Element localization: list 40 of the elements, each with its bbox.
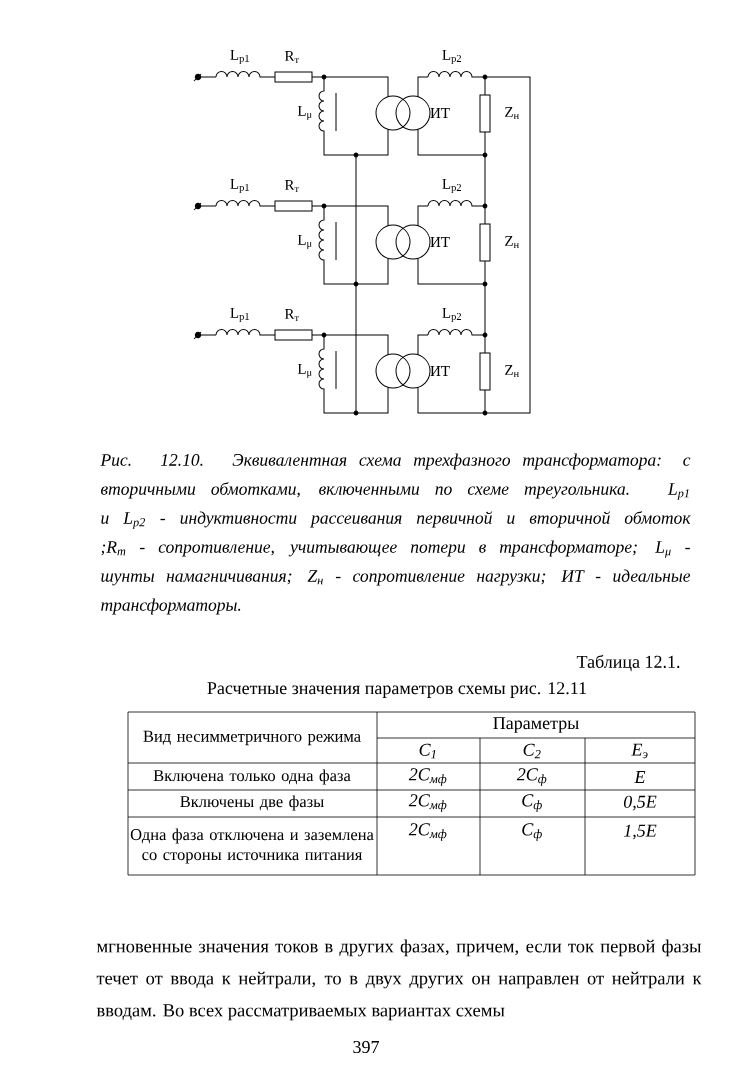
cell-value: 2C$_{ф}$ — [516, 768, 547, 786]
component-label: L$_{p1}$ — [230, 49, 249, 65]
cell-value: 2C$_{мф}$ — [408, 768, 447, 786]
row-header: Вид несимметричного режима — [143, 730, 361, 746]
cell-value: 2C$_{мф}$ — [408, 823, 447, 841]
table-title: Расчетные значения параметров схемы рис. 12.11 — [207, 682, 587, 698]
body-paragraph: мгновенные значения токов в других фазах, причем, если ток первой фазы течет от ввода к нейтрали, то в двух других он направлен от нейтрали к вводам. Во всех рассматриваемых вариантах схемы — [96, 939, 702, 1021]
component-label: R$_{т}$ — [284, 51, 299, 63]
component-label: ИТ — [430, 108, 450, 118]
component-label: ИТ — [430, 366, 450, 376]
component-label: L$_{p2}$ — [442, 178, 461, 194]
component-label: ИТ — [430, 237, 450, 247]
component-label: Z$_{н}$ — [505, 236, 519, 248]
component-label: L$_{p2}$ — [442, 49, 461, 65]
cell-value: C$_{ф}$ — [522, 794, 542, 812]
column-header: C$_{2}$ — [523, 743, 541, 759]
component-label: L$_{p1}$ — [230, 178, 249, 194]
component-label: R$_{т}$ — [284, 309, 299, 321]
component-label: Z$_{н}$ — [505, 365, 519, 377]
cell-value: 2C$_{мф}$ — [408, 794, 447, 812]
column-header: Параметры — [493, 717, 579, 733]
cell-value: E — [634, 771, 646, 783]
column-header: E$_{э}$ — [631, 743, 648, 759]
row-header: Включены две фазы — [180, 795, 324, 811]
page-number: 397 — [353, 1040, 379, 1054]
component-label: L$_{μ}$ — [297, 105, 312, 121]
component-label: Z$_{н}$ — [505, 107, 519, 119]
cell-value: C$_{ф}$ — [522, 823, 542, 841]
cell-value: 0,5E — [623, 795, 657, 811]
cell-value: 1,5E — [623, 824, 657, 840]
component-label: L$_{μ}$ — [297, 234, 312, 250]
row-header: Одна фаза отключена и заземлена со стороны источника питания — [130, 828, 374, 864]
component-label: L$_{p2}$ — [442, 307, 461, 323]
column-header: C$_{1}$ — [419, 743, 436, 759]
table-number: Таблица 12.1. — [576, 654, 680, 672]
component-label: R$_{т}$ — [284, 180, 299, 192]
figure-caption: Рис. 12.10. Эквивалентная схема трехфазного трансформатора: с вторичными обмотками, включенными по схеме треугольника. L$_{p1}$ и L$_{p2}$ - индуктивности рассеивания первичной и вторичной обмоток ;R$_{т}$ - сопротивление, учитывающее потери в трансформаторе; L$_{μ}$ - шунты намагничивания; Z$_{н}$ - сопротивление нагрузки; ИТ - идеальные трансформаторы. — [100, 453, 691, 615]
component-label: L$_{μ}$ — [297, 363, 312, 379]
component-label: L$_{p1}$ — [230, 307, 249, 323]
row-header: Включена только одна фаза — [153, 769, 351, 785]
